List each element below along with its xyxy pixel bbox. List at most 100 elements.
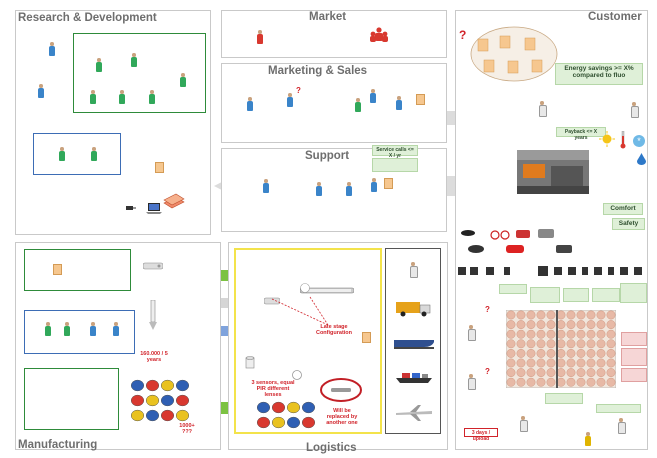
commissioning-engineer: [468, 325, 476, 341]
safety-note: Safety: [612, 218, 645, 230]
floor-zone: [506, 358, 516, 368]
floor-zone: [556, 368, 566, 377]
payback-note: Payback <= X years: [556, 127, 606, 141]
sensor-variant: [145, 394, 160, 407]
maintenance-person: [585, 432, 591, 446]
buyer-mfg: [113, 322, 119, 336]
floor-zone: [506, 310, 516, 320]
energy-producer: [631, 102, 639, 118]
manufacturing-title: Manufacturing: [18, 439, 98, 451]
sensor-variant: [256, 401, 271, 414]
floor-zone: [556, 358, 566, 368]
floor-zone: [506, 368, 516, 377]
software-supplier-doc: [362, 332, 371, 343]
customer-title: Customer: [588, 11, 642, 23]
floor-zone: [576, 377, 586, 387]
floor-zone: [516, 368, 526, 377]
service-manual-doc: [384, 178, 393, 189]
support-title: Support: [305, 150, 350, 162]
floor-zone: [536, 339, 546, 349]
comfort-note: Comfort: [603, 203, 643, 215]
device-icon-row: [458, 265, 644, 277]
floor-zone: [536, 329, 546, 339]
floor-zone: [596, 349, 606, 358]
snowflake-icon: *: [633, 135, 645, 147]
floor-zone: [526, 310, 536, 320]
sensor-variant: [271, 401, 286, 414]
floor-zone: [516, 377, 526, 387]
customer-question-mark: ?: [459, 28, 467, 42]
floor-zone: [606, 339, 616, 349]
customer-floor-note-3: [563, 288, 589, 302]
datasheet-doc: [416, 94, 425, 105]
sensor-variant: [175, 394, 190, 407]
floor-zone: [576, 310, 586, 320]
documentation-stack-icon: [162, 193, 186, 211]
false-triggers-note: [596, 404, 641, 413]
floor-zone: [586, 358, 596, 368]
manufacturing-box-1: [24, 249, 131, 291]
airplane-icon: [396, 405, 432, 421]
floor-zone: [506, 377, 516, 387]
upload-days-note: 3 days / upload: [464, 428, 498, 442]
floor-zone: [536, 320, 546, 330]
sensor-variant: [286, 416, 301, 429]
floor-zone: [526, 349, 536, 358]
after-sales: [346, 182, 352, 196]
floor-zone: [606, 368, 616, 377]
floor-zone: [526, 377, 536, 387]
deployment-engineer: [396, 96, 402, 110]
account-manager: [370, 89, 376, 103]
floor-zone: [526, 358, 536, 368]
environment-engineer: [520, 416, 528, 432]
floor-side-note-1: [621, 332, 647, 346]
floor-zone: [506, 349, 516, 358]
floor-wall: [556, 310, 558, 388]
sensor-variants-grid: [130, 378, 190, 428]
floor-zone: [576, 320, 586, 330]
sensor-variant: [271, 416, 286, 429]
floor-zone: [576, 329, 586, 339]
floor-zone: [536, 310, 546, 320]
floor-zone: [586, 320, 596, 330]
installer-2: [468, 374, 476, 390]
marketing-title: Marketing & Sales: [268, 65, 368, 77]
units-note: 160.000 / 5 years: [140, 351, 168, 363]
light-strip-icon: [300, 285, 354, 295]
floor-zone: [556, 310, 566, 320]
floor-zone: [556, 339, 566, 349]
sensor-variant: [175, 409, 190, 422]
floor-zone: [596, 377, 606, 387]
floor-zone: [586, 339, 596, 349]
floor-zone: [506, 329, 516, 339]
floor-zone: [566, 310, 576, 320]
replaced-ellipse: [319, 377, 363, 403]
floor-zone: [526, 339, 536, 349]
sensor-variant: [286, 401, 301, 414]
marketing-panel: [221, 63, 447, 143]
sensor-variant: [145, 379, 160, 392]
floor-zone: [506, 320, 516, 330]
floor-zone: [566, 339, 576, 349]
floor-zone: [546, 320, 556, 330]
train-icon: [394, 337, 434, 351]
floor-zone: [506, 339, 516, 349]
research-title: Research & Development: [18, 12, 157, 24]
integral-project-leader-mfg: [45, 322, 51, 336]
floor-zone: [516, 320, 526, 330]
floor-zone: [536, 377, 546, 387]
production-instructions-doc: [53, 264, 62, 275]
thousand-note: 1000+ ???: [179, 423, 195, 435]
market-title: Market: [309, 11, 347, 23]
sensor-variant: [301, 401, 316, 414]
sensor-variant: [130, 409, 145, 422]
application-engineer: [263, 179, 269, 193]
floor-zone: [526, 329, 536, 339]
floor-zone: [596, 339, 606, 349]
floor-zone: [596, 358, 606, 368]
repair-fte-note: [372, 158, 418, 172]
floor-zone: [516, 310, 526, 320]
engineer-mfg: [64, 322, 70, 336]
sensor-module-icon: [143, 262, 163, 270]
